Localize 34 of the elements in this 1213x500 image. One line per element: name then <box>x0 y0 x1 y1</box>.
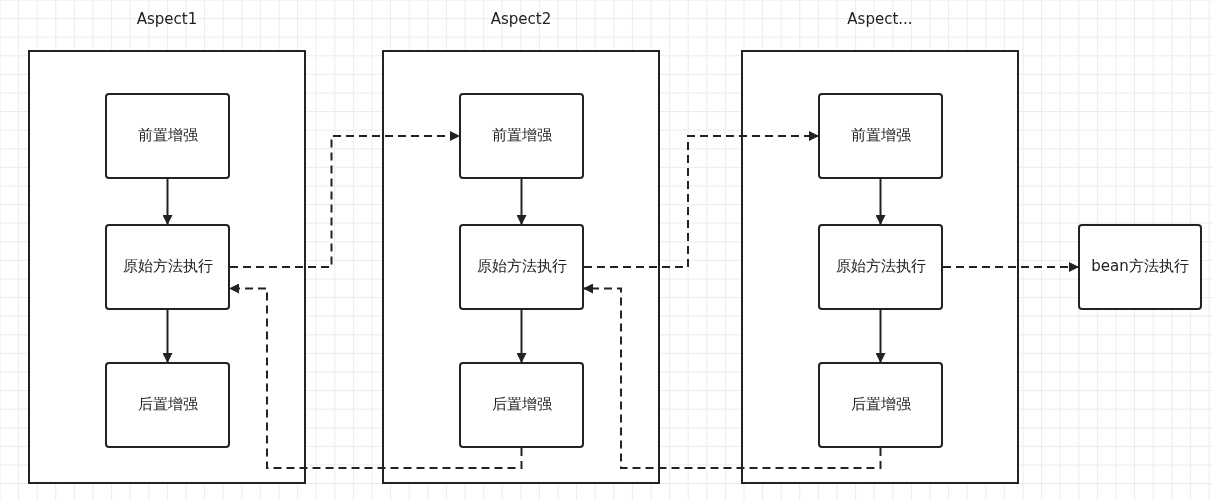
process-box <box>1078 224 1202 310</box>
box-label: 原始方法执行 <box>834 257 927 277</box>
arrow <box>229 283 523 469</box>
box-label: 前置增强 <box>849 126 912 146</box>
box-label: 后置增强 <box>490 395 553 415</box>
box-label: bean方法执行 <box>1090 257 1190 277</box>
arrow <box>583 283 882 469</box>
aspect-title: Aspect1 <box>136 10 198 28</box>
arrow <box>516 309 527 363</box>
box-label: 前置增强 <box>490 126 553 146</box>
aspect-title: Aspect2 <box>490 10 552 28</box>
arrow <box>875 178 886 225</box>
process-box <box>818 224 943 310</box>
process-box <box>818 93 943 179</box>
aspect-title: Aspect... <box>847 10 913 28</box>
process-box <box>459 224 584 310</box>
process-box <box>459 362 584 448</box>
box-label: 前置增强 <box>136 126 199 146</box>
arrow <box>942 262 1079 272</box>
process-box <box>105 93 230 179</box>
arrow <box>875 309 886 363</box>
arrow <box>229 131 460 268</box>
arrow <box>162 178 173 225</box>
process-box <box>818 362 943 448</box>
arrow <box>516 178 527 225</box>
box-label: 原始方法执行 <box>121 257 214 277</box>
box-label: 原始方法执行 <box>475 257 568 277</box>
box-label: 后置增强 <box>849 395 912 415</box>
process-box <box>105 224 230 310</box>
process-box <box>105 362 230 448</box>
arrow <box>162 309 173 363</box>
box-label: 后置增强 <box>136 395 199 415</box>
process-box <box>459 93 584 179</box>
arrow <box>583 131 819 268</box>
